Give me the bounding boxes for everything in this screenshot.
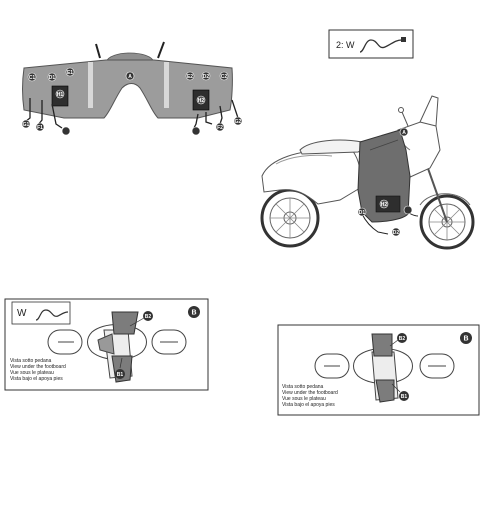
cover-marker-e2: E2 (185, 71, 195, 81)
panel-left: W B B2 B1 Vista sotto pedana View (4, 298, 209, 391)
panel-right-marker-b2: B2 (397, 333, 407, 343)
svg-text:B: B (191, 310, 196, 317)
cover-marker-f1: F1 (35, 122, 45, 132)
panel-left-legend: W (17, 308, 27, 319)
svg-text:F1: F1 (37, 125, 43, 131)
panel-right-caption-es: Vista bajo el apoya pies (282, 402, 335, 408)
scooter-marker-a: A (399, 127, 409, 137)
strap-clip-icon (401, 37, 406, 42)
panel-left-marker-b1: B1 (115, 369, 125, 379)
svg-text:D1: D1 (359, 210, 366, 216)
panel-right-caption-fr: Vue sous le plateau (282, 396, 326, 402)
panel-left-caption-es: Vista bajo el apoya pies (10, 376, 63, 382)
svg-text:H1: H1 (57, 92, 64, 98)
cover-marker-h2: H2 (196, 95, 206, 105)
panel-right-corner-marker: B (460, 332, 472, 344)
svg-text:B2: B2 (399, 336, 406, 342)
panel-right: B B2 B1 Vista sotto pedana View under th… (277, 324, 480, 416)
cover-marker-h1: H1 (55, 89, 65, 99)
strap-hook-icon (35, 309, 69, 321)
svg-text:B: B (463, 336, 468, 343)
cover-marker-g2: G2 (233, 116, 243, 126)
svg-text:H2: H2 (381, 202, 388, 208)
panel-right-caption-en: View under the footboard (282, 390, 338, 396)
svg-text:E2: E2 (187, 74, 193, 80)
svg-text:A: A (128, 74, 132, 80)
panel-left-caption-en: View under the footboard (10, 364, 66, 370)
svg-text:G2: G2 (235, 119, 242, 125)
panel-right-marker-b1: B1 (399, 391, 409, 401)
panel-left-caption-fr: Vue sous le plateau (10, 370, 54, 376)
cover-marker-c2: C2 (219, 71, 229, 81)
cover-marker-d2: D2 (201, 71, 211, 81)
legend-w-top: 2: W (328, 29, 414, 59)
panel-left-marker-b2: B2 (143, 311, 153, 321)
svg-text:B1: B1 (117, 372, 124, 378)
svg-text:A: A (402, 130, 406, 136)
scooter-marker-d3 (403, 205, 413, 215)
cover-marker-f2: F2 (215, 122, 225, 132)
cover-marker-e1: E1 (65, 67, 75, 77)
legend-w-top-label: 2: W (336, 40, 355, 50)
svg-text:D2: D2 (203, 74, 210, 80)
svg-text:B2: B2 (145, 314, 152, 320)
cover-marker-c1: C1 (27, 72, 37, 82)
svg-text:D2: D2 (393, 230, 400, 236)
panel-right-caption-it: Vista sotto pedana (282, 384, 324, 390)
cover-marker-d1: D1 (47, 72, 57, 82)
svg-text:D1: D1 (49, 75, 56, 81)
leg-cover-flat (22, 41, 239, 131)
svg-text:F2: F2 (217, 125, 223, 131)
svg-text:E1: E1 (67, 70, 73, 76)
strap-hook-icon (359, 39, 403, 53)
cover-marker-a: A (125, 71, 135, 81)
scooter-marker-h2: H2 (379, 199, 389, 209)
svg-text:B1: B1 (401, 394, 408, 400)
svg-text:C2: C2 (221, 74, 228, 80)
cover-marker-g1: G1 (21, 119, 31, 129)
svg-text:C1: C1 (29, 75, 36, 81)
panel-left-caption-it: Vista sotto pedana (10, 358, 52, 364)
panel-left-corner-marker: B (188, 306, 200, 318)
svg-text:G1: G1 (23, 122, 30, 128)
scooter-marker-d1: D1 (357, 207, 367, 217)
svg-text:H2: H2 (198, 98, 205, 104)
scooter-marker-d2: D2 (391, 227, 401, 237)
